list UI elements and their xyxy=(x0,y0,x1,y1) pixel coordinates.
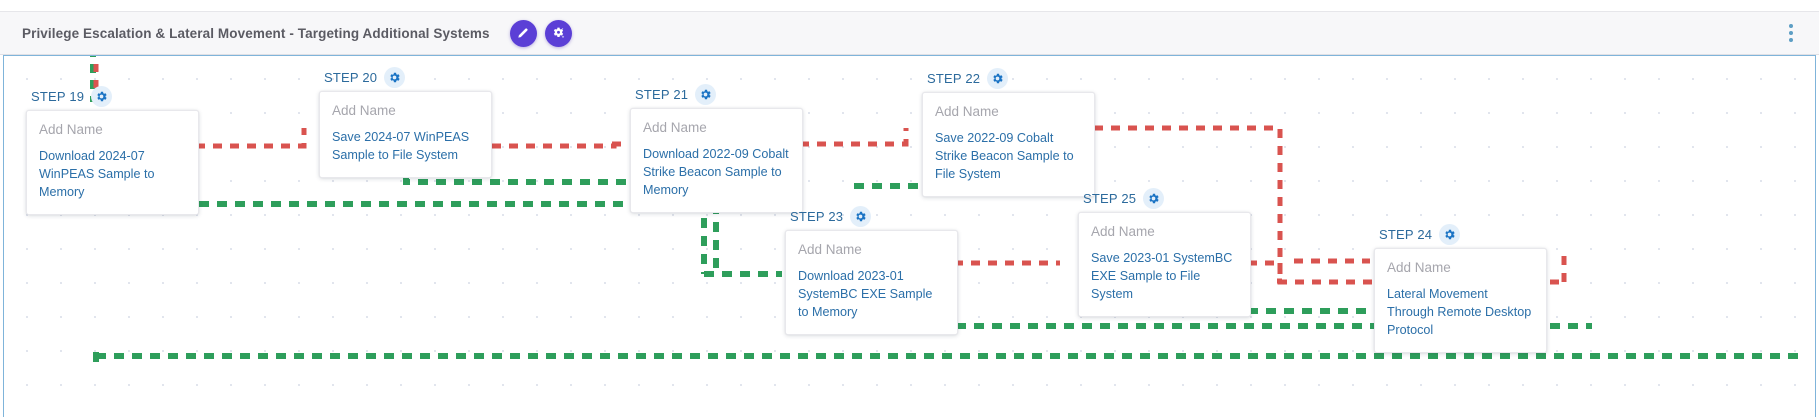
more-options-button[interactable] xyxy=(1781,18,1801,48)
node-card-step-23[interactable]: Add Name Download 2023-01 SystemBC EXE S… xyxy=(785,230,958,335)
step-number-label: STEP 19 xyxy=(31,88,85,104)
step-number-label: STEP 22 xyxy=(927,70,981,86)
node-step-19[interactable]: STEP 19 Add Name Download 2024-07 WinPEA… xyxy=(26,85,199,215)
node-label-step-22: STEP 22 xyxy=(922,67,1095,89)
node-action-link[interactable]: Download 2022-09 Cobalt Strike Beacon Sa… xyxy=(643,146,789,197)
node-name-input[interactable]: Add Name xyxy=(39,122,103,137)
node-name-input[interactable]: Add Name xyxy=(798,242,862,257)
node-name-input[interactable]: Add Name xyxy=(935,104,999,119)
node-action-link[interactable]: Save 2022-09 Cobalt Strike Beacon Sample… xyxy=(935,130,1074,181)
node-name-input[interactable]: Add Name xyxy=(1091,224,1155,239)
node-settings-gear-icon[interactable] xyxy=(850,205,872,227)
node-settings-gear-icon[interactable] xyxy=(1439,223,1461,245)
step-number-label: STEP 23 xyxy=(790,208,844,224)
ai-settings-button[interactable] xyxy=(544,19,572,47)
node-settings-gear-icon[interactable] xyxy=(987,67,1009,89)
kebab-dot-icon xyxy=(1789,24,1793,28)
node-card-step-21[interactable]: Add Name Download 2022-09 Cobalt Strike … xyxy=(630,108,803,213)
node-settings-gear-icon[interactable] xyxy=(695,83,717,105)
node-card-step-20[interactable]: Add Name Save 2024-07 WinPEAS Sample to … xyxy=(319,91,492,178)
node-card-step-19[interactable]: Add Name Download 2024-07 WinPEAS Sample… xyxy=(26,110,199,215)
node-card-step-24[interactable]: Add Name Lateral Movement Through Remote… xyxy=(1374,248,1547,353)
node-settings-gear-icon[interactable] xyxy=(384,66,406,88)
node-label-step-23: STEP 23 xyxy=(785,205,958,227)
node-label-step-19: STEP 19 xyxy=(26,85,199,107)
node-name-input[interactable]: Add Name xyxy=(1387,260,1451,275)
node-settings-gear-icon[interactable] xyxy=(1143,187,1165,209)
node-step-23[interactable]: STEP 23 Add Name Download 2023-01 System… xyxy=(785,205,958,335)
node-label-step-24: STEP 24 xyxy=(1374,223,1547,245)
kebab-dot-icon xyxy=(1789,31,1793,35)
node-action-link[interactable]: Save 2024-07 WinPEAS Sample to File Syst… xyxy=(332,129,470,162)
node-action-link[interactable]: Save 2023-01 SystemBC EXE Sample to File… xyxy=(1091,250,1233,301)
kebab-dot-icon xyxy=(1789,38,1793,42)
edit-workflow-button[interactable] xyxy=(509,19,537,47)
node-label-step-25: STEP 25 xyxy=(1078,187,1251,209)
node-step-25[interactable]: STEP 25 Add Name Save 2023-01 SystemBC E… xyxy=(1078,187,1251,317)
node-name-input[interactable]: Add Name xyxy=(332,103,396,118)
step-number-label: STEP 25 xyxy=(1083,190,1137,206)
node-label-step-20: STEP 20 xyxy=(319,66,492,88)
step-number-label: STEP 20 xyxy=(324,69,378,85)
gear-sparkle-icon xyxy=(551,26,566,41)
node-name-input[interactable]: Add Name xyxy=(643,120,707,135)
node-action-link[interactable]: Lateral Movement Through Remote Desktop … xyxy=(1387,286,1532,337)
flow-canvas[interactable]: STEP 19 Add Name Download 2024-07 WinPEA… xyxy=(3,55,1816,417)
node-step-20[interactable]: STEP 20 Add Name Save 2024-07 WinPEAS Sa… xyxy=(319,66,492,178)
step-number-label: STEP 24 xyxy=(1379,226,1433,242)
header-actions xyxy=(509,19,572,47)
node-step-22[interactable]: STEP 22 Add Name Save 2022-09 Cobalt Str… xyxy=(922,67,1095,197)
node-label-step-21: STEP 21 xyxy=(630,83,803,105)
workflow-header: Privilege Escalation & Lateral Movement … xyxy=(0,11,1819,55)
pencil-icon xyxy=(516,26,530,40)
node-step-21[interactable]: STEP 21 Add Name Download 2022-09 Cobalt… xyxy=(630,83,803,213)
node-settings-gear-icon[interactable] xyxy=(91,85,113,107)
node-action-link[interactable]: Download 2024-07 WinPEAS Sample to Memor… xyxy=(39,148,155,199)
page-title: Privilege Escalation & Lateral Movement … xyxy=(22,25,490,41)
step-number-label: STEP 21 xyxy=(635,86,689,102)
node-step-24[interactable]: STEP 24 Add Name Lateral Movement Throug… xyxy=(1374,223,1547,353)
node-action-link[interactable]: Download 2023-01 SystemBC EXE Sample to … xyxy=(798,268,933,319)
node-card-step-25[interactable]: Add Name Save 2023-01 SystemBC EXE Sampl… xyxy=(1078,212,1251,317)
node-card-step-22[interactable]: Add Name Save 2022-09 Cobalt Strike Beac… xyxy=(922,92,1095,197)
